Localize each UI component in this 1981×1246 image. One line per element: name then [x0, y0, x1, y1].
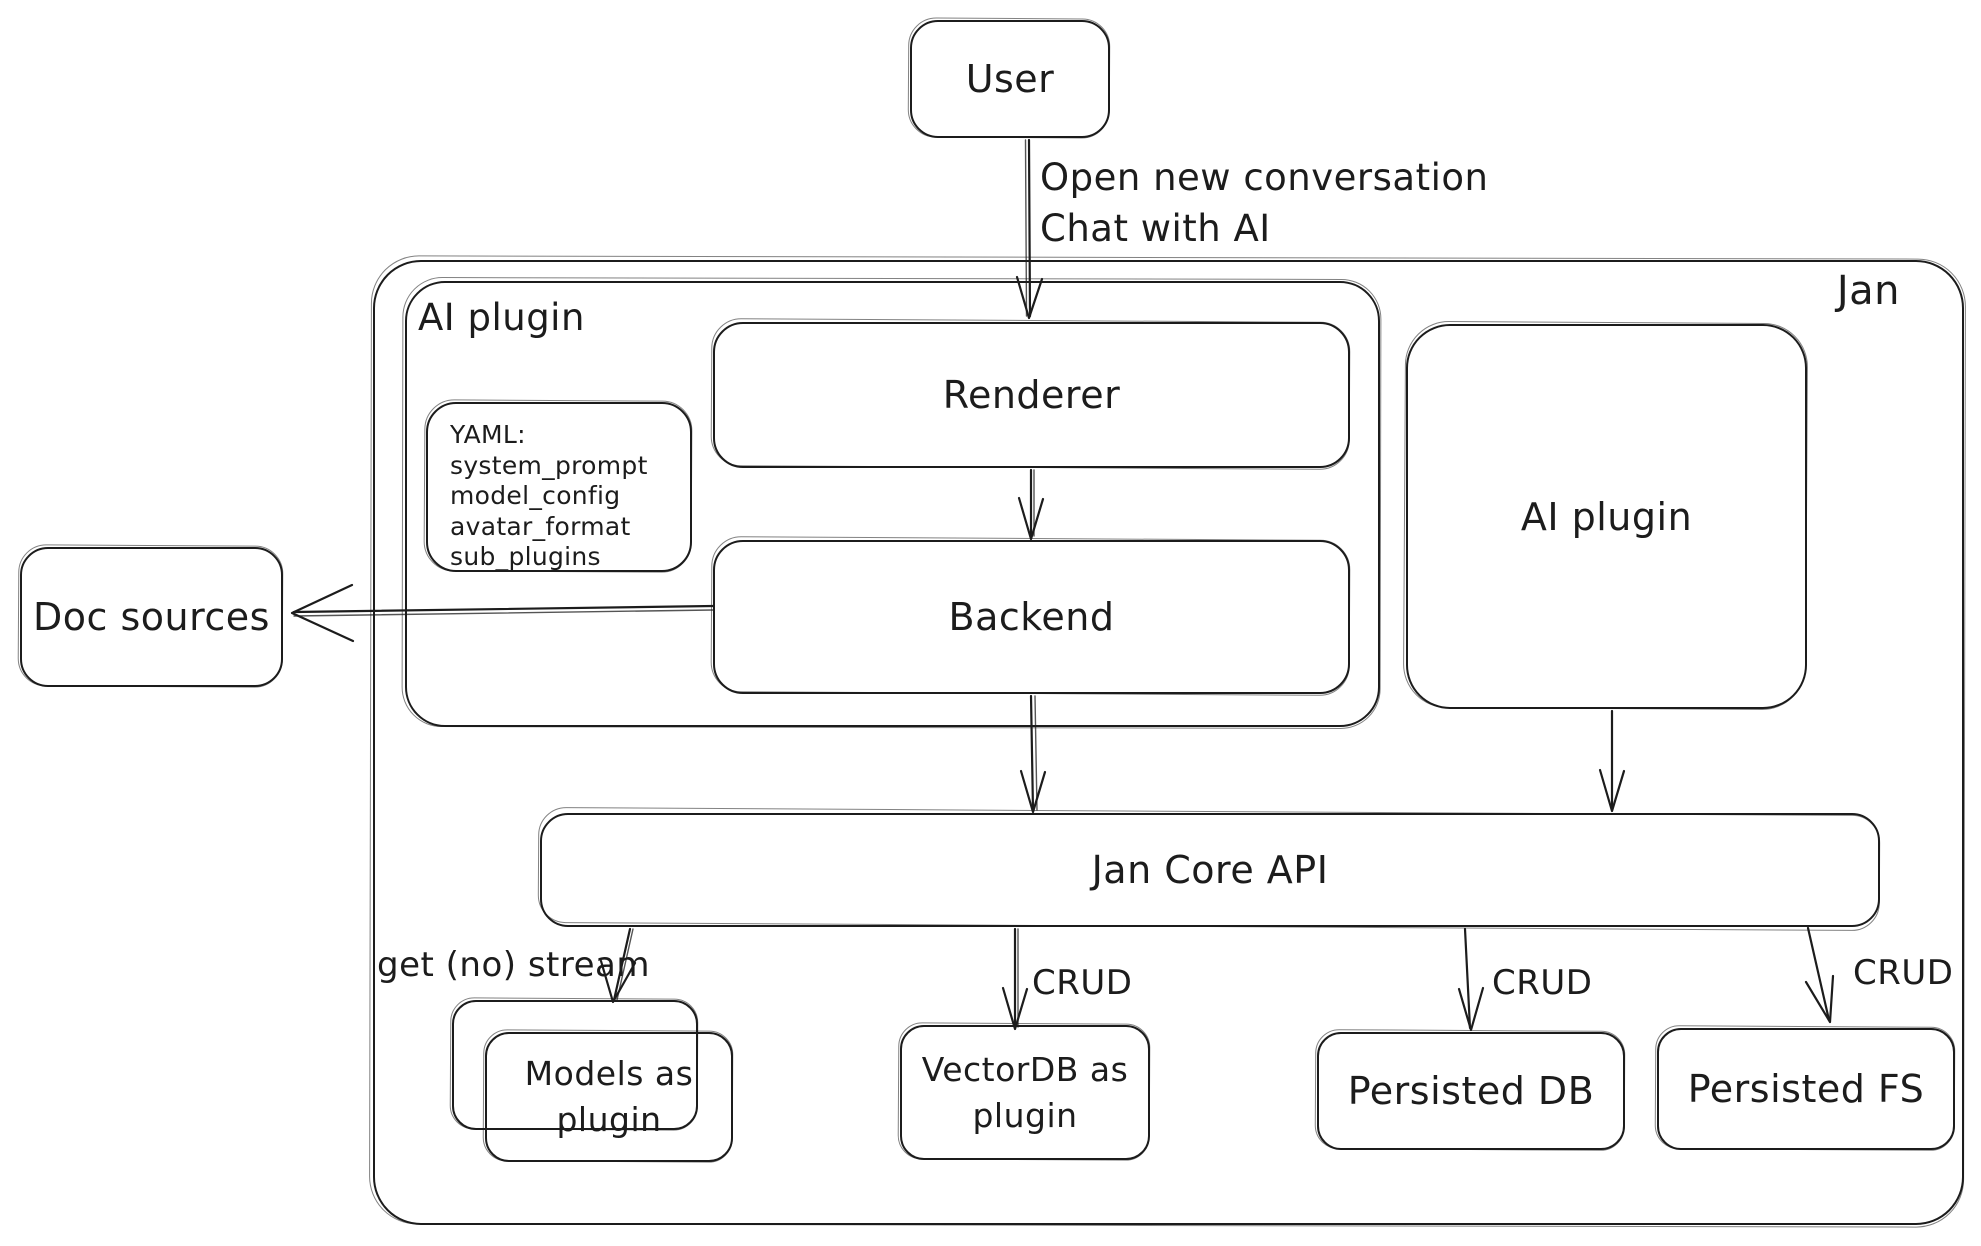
renderer-node: Renderer: [713, 322, 1350, 468]
models-plugin-label: Models as plugin: [524, 1054, 694, 1139]
crud-vectordb-label: CRUD: [1032, 963, 1133, 1003]
renderer-label: Renderer: [942, 373, 1121, 417]
yaml-line: sub_plugins: [450, 542, 601, 571]
backend-label: Backend: [948, 595, 1115, 639]
yaml-note: YAML: system_prompt model_config avatar_…: [426, 402, 692, 572]
crud-persisted-fs-label: CRUD: [1853, 953, 1954, 993]
yaml-line: system_prompt: [450, 450, 648, 480]
persisted-fs-label: Persisted FS: [1687, 1067, 1925, 1111]
crud-persisted-db-label: CRUD: [1492, 963, 1593, 1003]
ai-plugin-right-node: AI plugin: [1406, 324, 1807, 709]
doc-sources-label: Doc sources: [33, 595, 270, 639]
yaml-line: YAML:: [450, 420, 526, 449]
user-label: User: [965, 57, 1055, 101]
jan-container: [373, 260, 1964, 1225]
jan-container-label: Jan: [1836, 268, 1900, 314]
user-flow-label: Open new conversation Chat with AI: [1040, 156, 1489, 250]
yaml-note-text: YAML: system_prompt model_config avatar_…: [428, 404, 690, 571]
vectordb-plugin-label: VectorDB as plugin: [921, 1049, 1129, 1135]
models-plugin-node: Models as plugin: [485, 1032, 733, 1162]
ai-plugin-container: [405, 281, 1380, 727]
jan-core-api-node: Jan Core API: [540, 813, 1880, 927]
backend-node: Backend: [713, 540, 1350, 694]
doc-sources-node: Doc sources: [20, 547, 283, 687]
user-node: User: [910, 20, 1110, 138]
ai-plugin-container-label: AI plugin: [418, 296, 585, 339]
persisted-db-label: Persisted DB: [1347, 1069, 1595, 1113]
get-no-stream-label: get (no) stream: [377, 945, 650, 985]
yaml-line: avatar_format: [450, 511, 631, 541]
ai-plugin-right-label: AI plugin: [1520, 494, 1693, 539]
yaml-line: model_config: [450, 481, 621, 510]
persisted-db-node: Persisted DB: [1317, 1032, 1625, 1150]
persisted-fs-node: Persisted FS: [1657, 1028, 1955, 1150]
vectordb-plugin-node: VectorDB as plugin: [900, 1025, 1150, 1160]
jan-core-api-label: Jan Core API: [1091, 848, 1329, 892]
